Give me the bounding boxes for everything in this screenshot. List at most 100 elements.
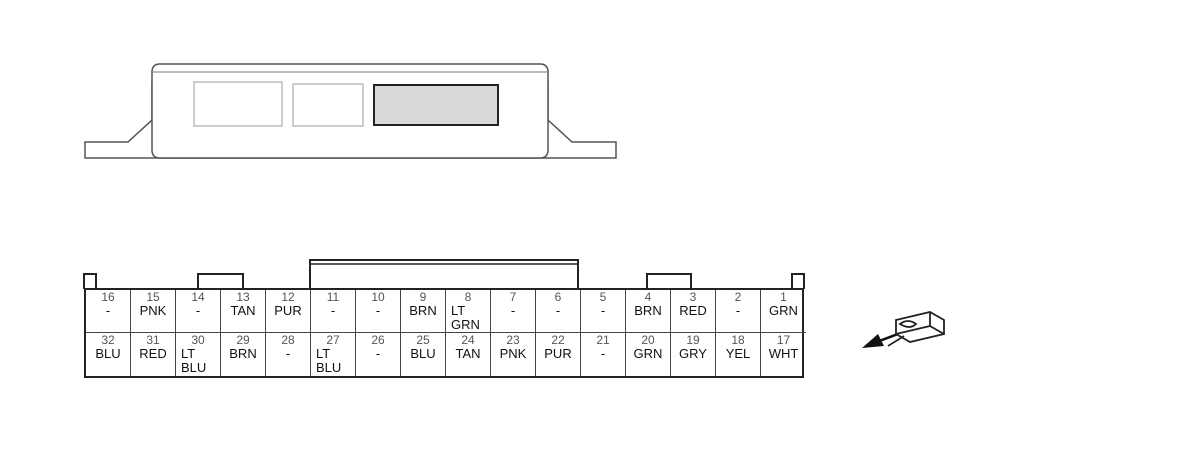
pin-number: 16	[101, 290, 115, 304]
pin-cell-5: 5-	[581, 290, 626, 333]
wire-color: -	[375, 303, 381, 318]
pin-number: 6	[554, 290, 562, 304]
pin-cell-6: 6-	[536, 290, 581, 333]
pin-number: 1	[780, 290, 787, 304]
pin-number: 14	[191, 290, 205, 304]
pin-number: 10	[371, 290, 385, 304]
wire-color: BLU	[410, 346, 436, 361]
pin-number: 21	[596, 333, 610, 347]
pin-number: 11	[326, 290, 340, 304]
pin-number: 12	[281, 290, 295, 304]
wire-color: -	[285, 346, 291, 361]
latch-left	[197, 273, 244, 289]
wire-color: TAN	[455, 346, 481, 361]
wire-color: -	[510, 303, 516, 318]
pin-number: 27	[326, 333, 340, 347]
pin-number: 20	[641, 333, 655, 347]
wire-color: PUR	[274, 303, 302, 318]
pin-number: 17	[776, 333, 791, 347]
wire-color: TAN	[230, 303, 256, 318]
end-tab-left	[83, 273, 97, 289]
wire-color: -	[105, 303, 111, 318]
pin-number: 22	[551, 333, 565, 347]
module-housing	[84, 63, 617, 159]
wire-color: GRY	[679, 346, 707, 361]
pin-number: 9	[419, 290, 427, 304]
pin-number: 15	[146, 290, 160, 304]
wire-color: WHT	[768, 346, 799, 361]
pin-number: 4	[644, 290, 652, 304]
pin-cell-2: 2-	[716, 290, 761, 333]
wire-color: BRN	[229, 346, 257, 361]
pin-cell-7: 7-	[491, 290, 536, 333]
pin-number: 28	[281, 333, 295, 347]
wire-color: -	[600, 346, 606, 361]
wire-color: PUR	[544, 346, 572, 361]
pin-cell-21: 21-	[581, 333, 626, 376]
pin-number: 26	[371, 333, 385, 347]
pin-cell-10: 10-	[356, 290, 401, 333]
pin-cell-28: 28-	[266, 333, 311, 376]
pin-number: 25	[416, 333, 430, 347]
pin-number: 8	[464, 290, 472, 304]
socket-left	[193, 81, 283, 127]
wire-color: LT BLU	[181, 346, 207, 375]
pin-cell-16: 16-	[86, 290, 131, 333]
wire-color: BRN	[409, 303, 437, 318]
latch-right	[646, 273, 692, 289]
pin-number: 2	[734, 290, 742, 304]
pin-number: 23	[506, 333, 520, 347]
wire-color: GRN	[769, 303, 798, 318]
pin-number: 24	[461, 333, 475, 347]
connector-outline	[83, 259, 805, 289]
pin-number: 13	[236, 290, 250, 304]
wire-color: RED	[139, 346, 167, 361]
pin-number: 5	[599, 290, 607, 304]
wire-color: PNK	[139, 303, 167, 318]
wire-color: BRN	[634, 303, 662, 318]
wire-color: GRN	[633, 346, 663, 361]
pin-number: 32	[101, 333, 115, 347]
pin-cell-11: 11-	[311, 290, 356, 333]
socket-middle	[292, 83, 364, 127]
pin-cell-26: 26-	[356, 333, 401, 376]
pin-number: 29	[236, 333, 250, 347]
wire-color: -	[330, 303, 336, 318]
wire-color: YEL	[725, 346, 751, 361]
pin-number: 7	[509, 290, 517, 304]
wire-color: -	[555, 303, 561, 318]
wire-color: RED	[679, 303, 707, 318]
socket-highlighted	[373, 84, 499, 126]
pin-number: 3	[689, 290, 697, 304]
pin-number: 30	[191, 333, 205, 347]
wire-color: LT GRN	[451, 303, 480, 332]
connector-key	[309, 259, 579, 289]
end-tab-right	[791, 273, 805, 289]
connector-icon	[887, 311, 945, 347]
pin-number: 31	[146, 333, 160, 347]
wire-color: -	[735, 303, 741, 318]
wire-color: BLU	[95, 346, 121, 361]
wire-color: PNK	[499, 346, 527, 361]
